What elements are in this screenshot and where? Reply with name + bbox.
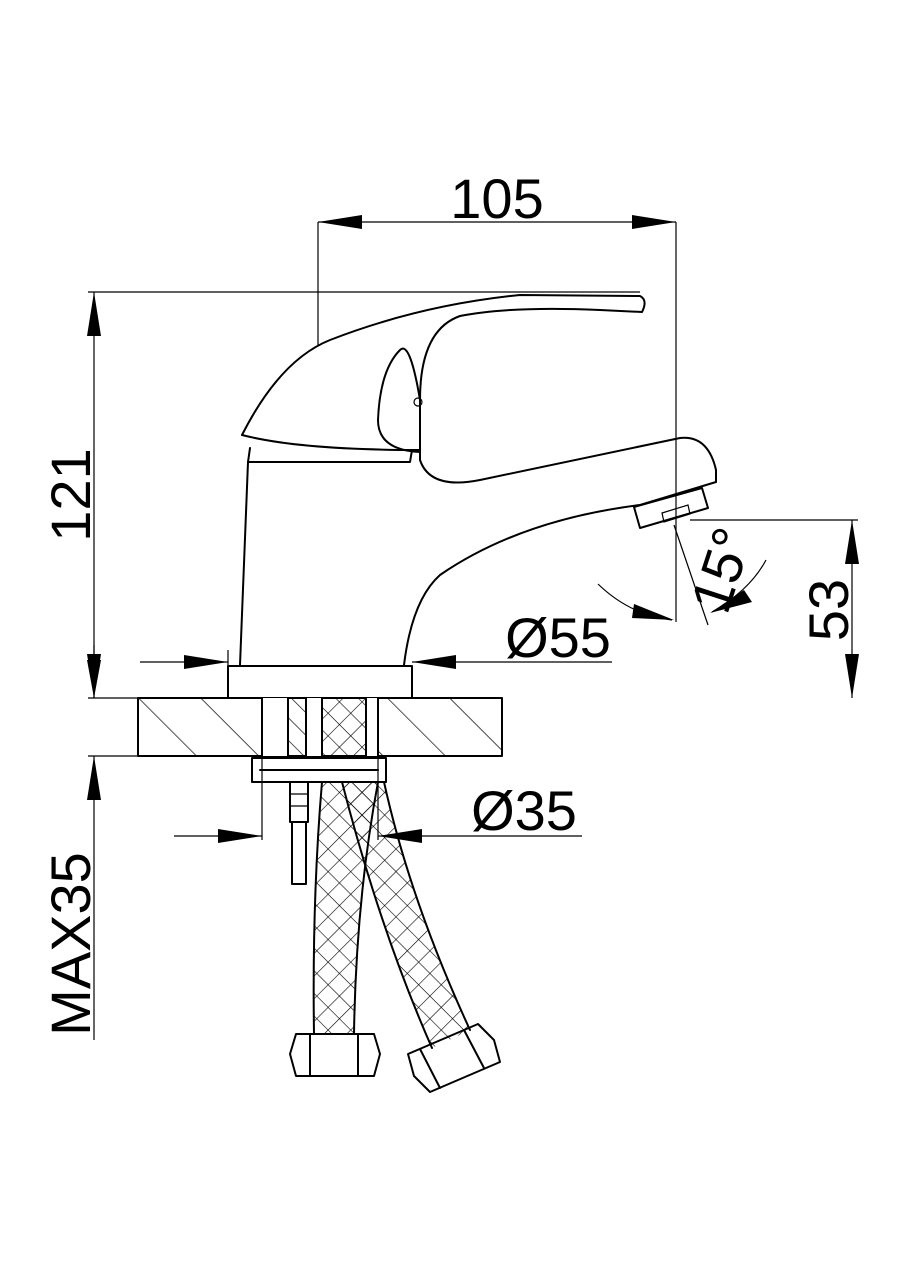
spout-reach-label: 105 [450, 167, 543, 230]
supply-hoses [312, 781, 471, 1049]
mounting-nut [251, 757, 387, 885]
dimension-hole-diameter: Ø35 [174, 756, 582, 843]
total-height-label: 121 [39, 448, 102, 541]
countertop-section [137, 697, 503, 757]
spout-angle-label: 15° [678, 520, 764, 620]
base-flange [227, 665, 413, 699]
max-thickness-label: MAX35 [39, 852, 102, 1036]
dimension-total-height: 121 [39, 291, 640, 698]
dimension-spout-reach: 105 [317, 167, 677, 622]
hole-diameter-label: Ø35 [471, 779, 577, 842]
lever-handle [241, 294, 646, 461]
faucet-body [239, 436, 717, 666]
hose-nut-right [407, 1023, 501, 1093]
base-diameter-label: Ø55 [505, 606, 611, 669]
dimension-base-diameter: Ø55 [140, 606, 612, 669]
dimension-spout-angle: 15° [597, 520, 767, 626]
dimension-spout-height: 53 [690, 519, 860, 698]
spout-height-label: 53 [797, 579, 860, 641]
hose-nut-left [289, 1033, 381, 1077]
dimension-max-thickness: MAX35 [39, 645, 138, 1040]
